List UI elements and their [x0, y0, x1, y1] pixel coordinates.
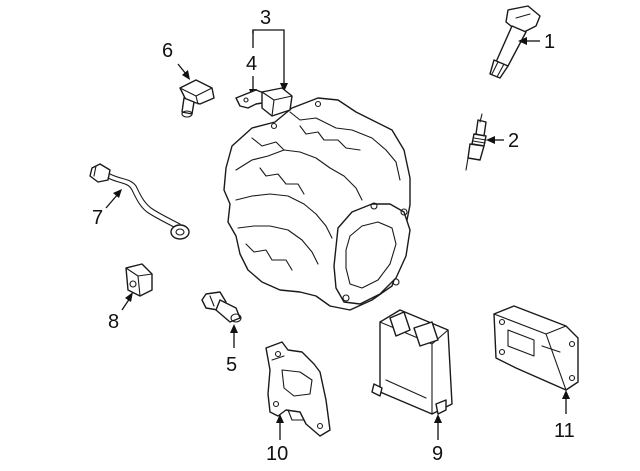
callout-1: 1: [544, 31, 555, 53]
callout-10: 10: [266, 443, 288, 465]
callout-6-leader: [177, 63, 190, 80]
callout-9-leader: [434, 414, 442, 440]
relay-and-bracket: [235, 87, 293, 117]
ignition-coil: [489, 5, 541, 79]
callout-7: 7: [92, 207, 103, 229]
camshaft-sensor: [179, 79, 215, 118]
engine-block: [223, 97, 411, 311]
callout-4: 4: [246, 53, 257, 75]
callout-11-leader: [562, 390, 570, 414]
callout-2-leader: [486, 136, 504, 144]
callout-7-leader: [105, 189, 122, 209]
callout-5-leader: [230, 324, 238, 348]
callout-8: 8: [108, 311, 119, 333]
callout-6: 6: [162, 40, 173, 62]
callout-1-leader: [518, 37, 540, 45]
callout-9: 9: [432, 443, 443, 465]
callout-2: 2: [508, 130, 519, 152]
callout-11: 11: [554, 420, 575, 442]
spark-plug: [465, 113, 487, 171]
callout-10-leader: [276, 414, 284, 440]
engine-control-module: [371, 309, 453, 415]
crank-sensor: [125, 263, 153, 297]
ecu-bracket: [265, 341, 331, 437]
knock-sensor: [89, 163, 190, 240]
callout-8-leader: [121, 292, 133, 311]
callout-3: 3: [260, 7, 271, 29]
position-sensor: [201, 291, 242, 323]
callout-5: 5: [226, 354, 237, 376]
control-module-with-bracket: [493, 305, 579, 391]
callout-3-leader: [252, 29, 288, 92]
